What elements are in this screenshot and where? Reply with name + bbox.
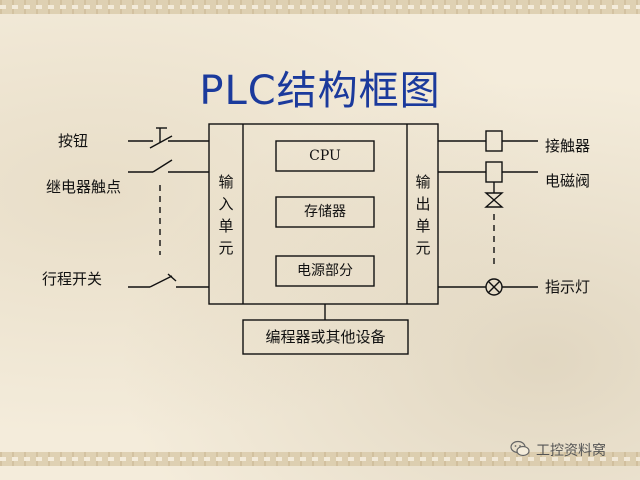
button-switch-blade xyxy=(149,135,173,149)
cpu-label: CPU xyxy=(309,148,341,164)
output-unit-char: 出 xyxy=(415,195,431,213)
plc-main-frame xyxy=(208,123,439,305)
output-unit-char: 输 xyxy=(415,173,431,191)
relay-contact-blade xyxy=(152,159,173,173)
relay-contact-label: 继电器触点 xyxy=(46,178,122,196)
input-unit-char: 入 xyxy=(218,195,234,213)
input-unit-char: 输 xyxy=(218,173,234,191)
input-unit-char: 元 xyxy=(218,239,234,257)
button-label: 按钮 xyxy=(58,132,89,150)
input-unit-label: 输 入 单 元 xyxy=(216,171,236,259)
solenoid-valve-label: 电磁阀 xyxy=(545,172,591,190)
cpu-box xyxy=(275,140,375,172)
valve-coil xyxy=(485,161,503,183)
valve-lower-triangle xyxy=(484,199,504,208)
memory-box xyxy=(275,196,375,228)
travel-switch-label: 行程开关 xyxy=(42,270,103,288)
programmer-box xyxy=(242,319,409,355)
wechat-icon xyxy=(510,440,530,457)
decorative-border-top xyxy=(0,0,640,14)
indicator-lamp-cross-b xyxy=(487,280,501,294)
contactor-coil xyxy=(485,130,503,152)
input-unit-char: 单 xyxy=(218,217,234,235)
indicator-light-label: 指示灯 xyxy=(545,278,591,296)
power-label: 电源部分 xyxy=(297,263,353,279)
power-box xyxy=(275,255,375,287)
travel-switch-tick xyxy=(167,273,177,282)
output-unit-char: 元 xyxy=(415,239,431,257)
programmer-label: 编程器或其他设备 xyxy=(265,328,386,346)
output-unit-label: 输 出 单 元 xyxy=(413,171,433,259)
decorative-border-bottom xyxy=(0,452,640,466)
slide-title: PLC结构框图 xyxy=(199,68,441,114)
valve-upper-triangle xyxy=(484,192,504,201)
travel-switch-blade xyxy=(149,275,173,288)
output-unit-char: 单 xyxy=(415,217,431,235)
watermark-text: 工控资料窝 xyxy=(536,443,606,459)
contactor-label: 接触器 xyxy=(545,137,591,155)
memory-label: 存储器 xyxy=(304,204,346,220)
